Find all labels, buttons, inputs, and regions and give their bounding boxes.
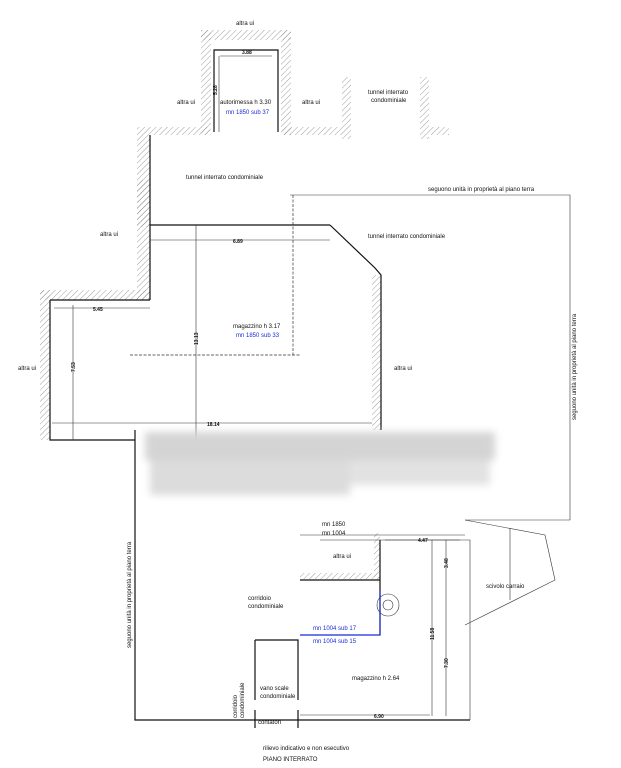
label-tunnel-2: tunnel interrato condominiale bbox=[368, 234, 446, 240]
label-autorimessa-ref: mn 1850 sub 37 bbox=[226, 110, 270, 116]
label-vano-scale-2: condominiale bbox=[260, 694, 296, 700]
plan-title: PIANO INTERRATO bbox=[263, 757, 318, 763]
dim-5-45: 5.45 bbox=[93, 307, 103, 313]
label-sub-17: mn 1004 sub 17 bbox=[313, 626, 357, 632]
label-magazzino-2: magazzino h 2.64 bbox=[352, 676, 400, 682]
label-seguono-right: seguono unità in proprietà al piano terr… bbox=[572, 313, 578, 420]
label-seguono-left: seguono unità in proprietà al piano terr… bbox=[127, 541, 133, 648]
dim-7-30: 7.30 bbox=[444, 658, 450, 668]
label-autorimessa: autorimessa h 3.30 bbox=[220, 100, 272, 106]
dim-4-47: 4.47 bbox=[418, 538, 428, 544]
label-magazzino-1-ref: mn 1850 sub 33 bbox=[236, 333, 280, 339]
label-mn-1850: mn 1850 bbox=[322, 522, 346, 528]
label-tunnel-top-1: tunnel interrato bbox=[368, 90, 409, 96]
label-tunnel-top-2: condominiale bbox=[371, 98, 407, 104]
label-sub-15: mn 1004 sub 15 bbox=[313, 639, 357, 645]
dim-3-48: 3.48 bbox=[444, 558, 450, 568]
dim-6-90: 6.90 bbox=[374, 714, 384, 720]
label-tunnel: tunnel interrato condominiale bbox=[186, 175, 264, 181]
label-corridoio-1: corridoio bbox=[248, 596, 272, 602]
label-altra-ui: altra ui bbox=[302, 100, 320, 106]
label-altra-ui-top: altra ui bbox=[236, 21, 254, 27]
dim-6-89: 6.89 bbox=[233, 239, 243, 245]
label-vano-scale-1: vano scale bbox=[260, 686, 289, 692]
label-altra-ui: altra ui bbox=[177, 100, 195, 106]
dim-11-58: 11.58 bbox=[430, 628, 436, 640]
dimension-lines bbox=[52, 55, 460, 716]
walls bbox=[49, 49, 571, 728]
label-seguono-top: seguono unità in proprietà al piano terr… bbox=[428, 187, 535, 193]
label-mn-1004: mn 1004 bbox=[322, 531, 346, 537]
dim-13-13: 13.13 bbox=[194, 332, 200, 345]
label-scivolo: scivolo carraio bbox=[486, 584, 525, 590]
hatched-walls bbox=[40, 30, 449, 579]
dim-18-14: 18.14 bbox=[207, 422, 220, 428]
label-magazzino-1: magazzino h 3.17 bbox=[233, 324, 281, 330]
redacted-area bbox=[145, 432, 495, 495]
label-contatori: contatori bbox=[258, 720, 281, 726]
dim-7-53: 7.53 bbox=[71, 362, 77, 372]
label-altra-ui: altra ui bbox=[100, 232, 118, 238]
label-altra-ui: altra ui bbox=[394, 366, 412, 372]
dim-garage-width: 3.88 bbox=[242, 50, 252, 56]
label-corridoio-2: condominiale bbox=[248, 604, 284, 610]
dim-garage-depth: 5.28 bbox=[213, 85, 219, 95]
label-corridoio-v1: corridoio bbox=[233, 694, 239, 718]
label-altra-ui: altra ui bbox=[333, 554, 351, 560]
note-rilievo: rilievo indicativo e non esecutivo bbox=[263, 746, 350, 752]
label-corridoio-v2: condominiale bbox=[240, 682, 246, 718]
label-altra-ui: altra ui bbox=[18, 366, 36, 372]
